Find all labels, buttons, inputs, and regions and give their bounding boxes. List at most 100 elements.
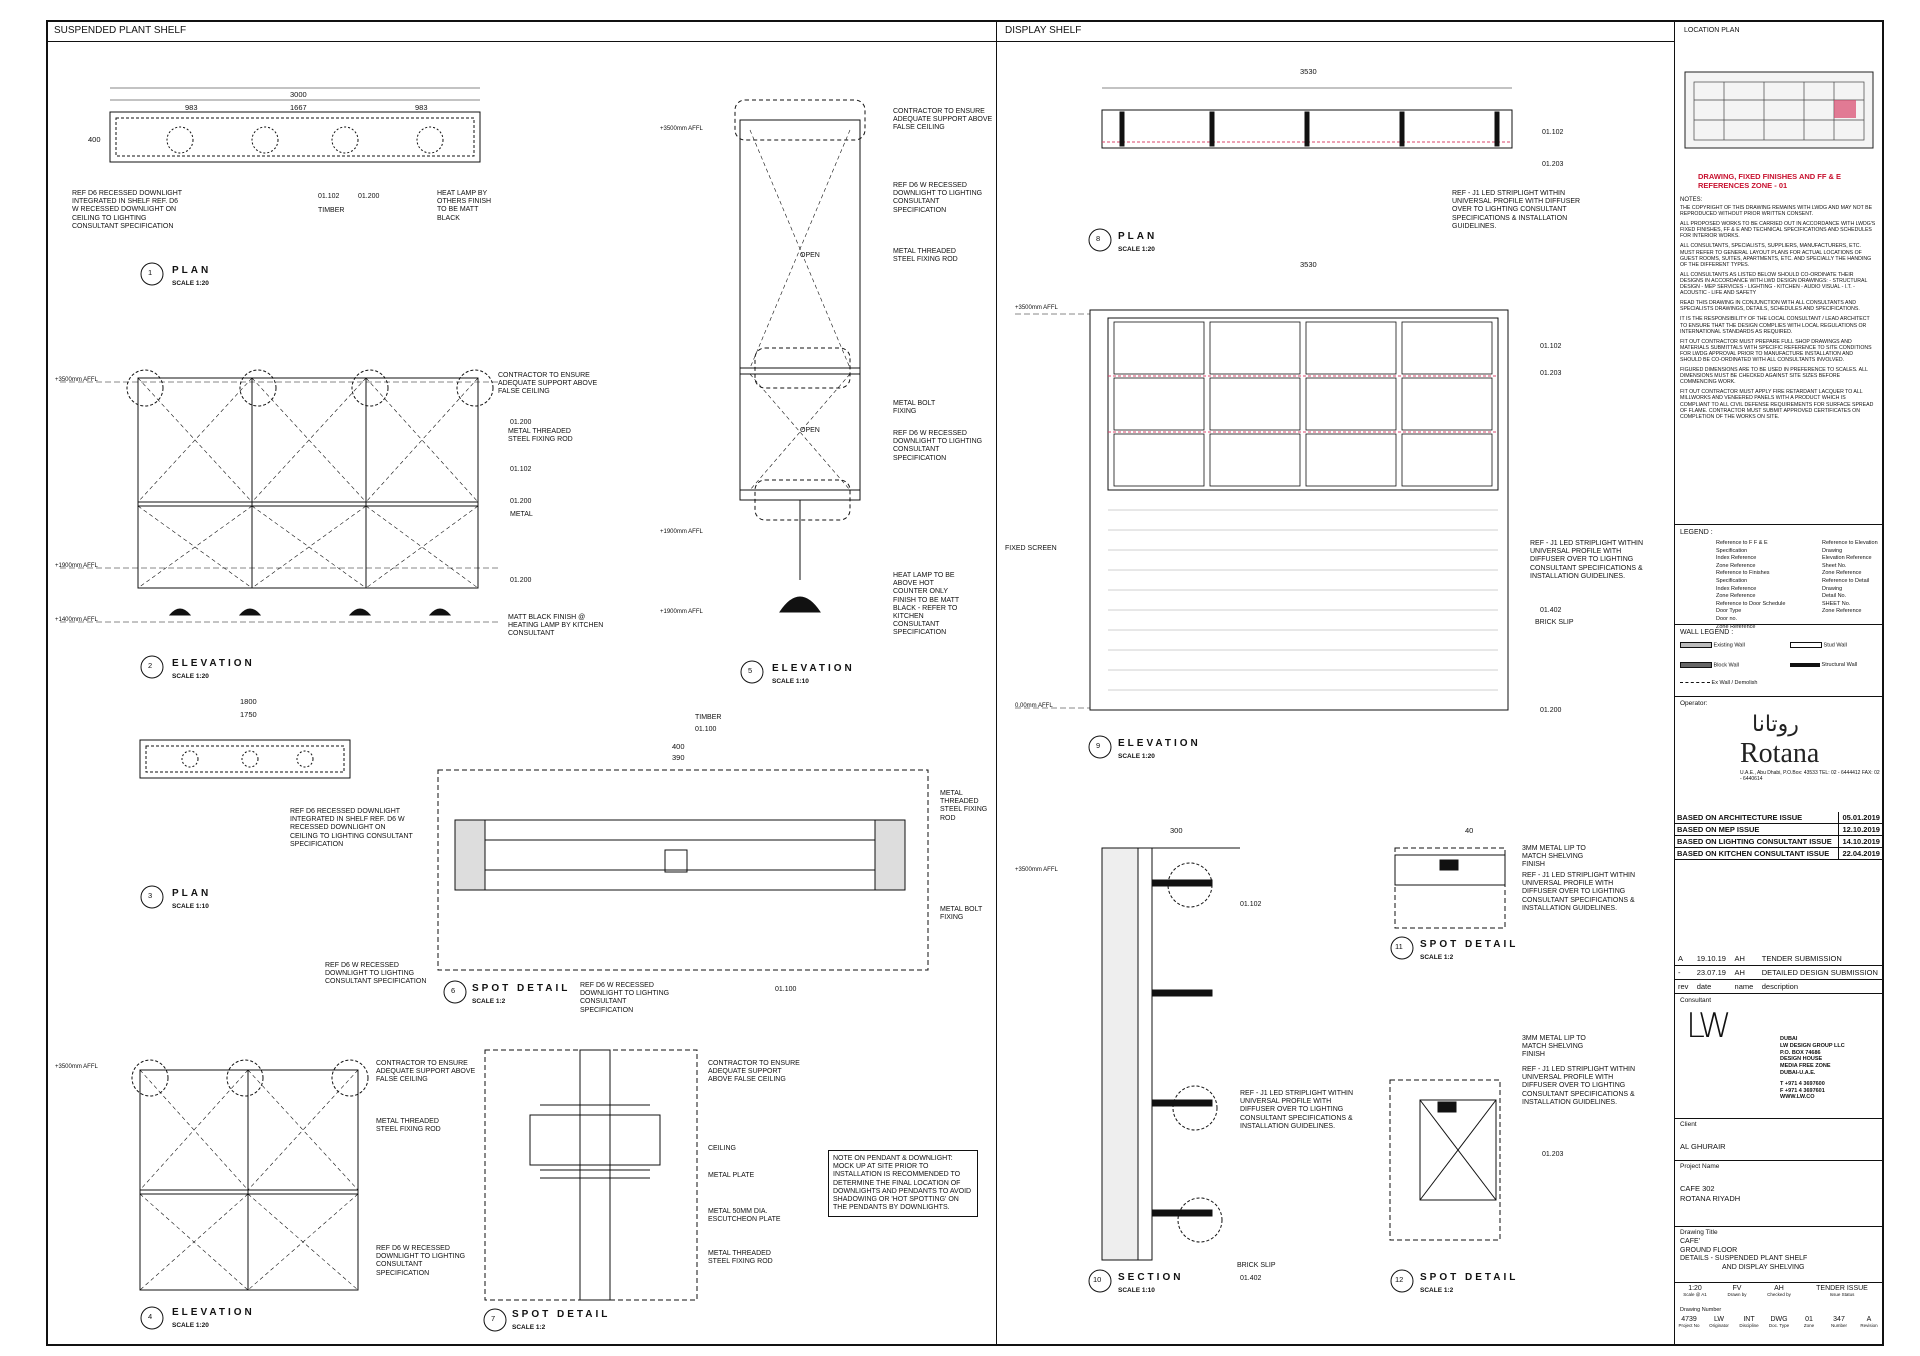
wall-legend-item: Structural Wall (1790, 662, 1857, 668)
view-1-scale: SCALE 1:20 (172, 280, 209, 287)
level-3500-v9: +3500mm AFFL (1015, 305, 1058, 311)
level-0-v9: 0.00mm AFFL (1015, 703, 1053, 709)
view-7-title: SPOT DETAIL (512, 1309, 611, 1320)
code-metal-v1: 01.200 (358, 193, 380, 200)
note-ceiling: CEILING (708, 1145, 737, 1152)
project-heading: Project Name (1680, 1163, 1720, 1170)
level-3500-v10: +3500mm AFFL (1015, 867, 1058, 873)
legend-item: Reference to Detail Drawing (1822, 577, 1870, 592)
note-escutcheon: METAL 50MM DIA. ESCUTCHEON PLATE (708, 1208, 781, 1224)
level-3500-v5: +3500mm AFFL (660, 126, 703, 132)
view-3-scale: SCALE 1:10 (172, 903, 209, 910)
code-timber-v6-top-label: TIMBER (695, 714, 722, 721)
view-5-title: ELEVATION (772, 663, 855, 674)
operator-logo: Rotana (1740, 738, 1820, 769)
note-threaded-rod-v2: METAL THREADED STEEL FIXING ROD (508, 428, 573, 444)
project-name-1: CAFE 302 (1680, 1184, 1715, 1193)
note-open-2: OPEN (800, 427, 820, 434)
note-item: ALL CONSULTANTS, SPECIALISTS, SUPPLIERS,… (1680, 243, 1872, 268)
code-timber-v2: 01.102 (510, 466, 532, 473)
tb-divider (1674, 1118, 1884, 1119)
note-item: ALL PROPOSED WORKS TO BE CARRIED OUT IN … (1680, 221, 1876, 240)
legend-item: Zone Reference (1716, 562, 1756, 569)
view-6-scale: SCALE 1:2 (472, 998, 506, 1005)
legend-item: Sheet No. (1822, 562, 1847, 569)
view-9-title: ELEVATION (1118, 738, 1201, 749)
legend-item: Zone Reference (1716, 593, 1756, 600)
notes-list: THE COPYRIGHT OF THIS DRAWING REMAINS WI… (1680, 205, 1876, 420)
view-9-scale: SCALE 1:20 (1118, 753, 1155, 760)
view-1-title: PLAN (172, 265, 212, 276)
operator-address: U.A.E., Abu Dhabi, P.O.Box: 43533 TEL: 0… (1740, 770, 1880, 782)
note-brick-slip-v9: BRICK SLIP (1535, 619, 1574, 626)
note-open-1: OPEN (800, 252, 820, 259)
view-9-number: 9 (1096, 741, 1101, 750)
note-item: THE COPYRIGHT OF THIS DRAWING REMAINS WI… (1680, 205, 1873, 218)
note-brick-slip-v10: BRICK SLIP (1237, 1262, 1276, 1269)
legend-heading: LEGEND : (1680, 529, 1713, 536)
note-threaded-rod-v5: METAL THREADED STEEL FIXING ROD (893, 248, 958, 264)
note-pendant: NOTE ON PENDANT & DOWNLIGHT: MOCK UP AT … (828, 1150, 978, 1218)
tb-divider (1674, 696, 1884, 697)
wall-legend-item: Existing Wall (1680, 642, 1745, 648)
note-bolt-fixing-v5: METAL BOLT FIXING (893, 400, 936, 416)
note-bolt-fixing-v6: METAL BOLT FIXING (940, 906, 983, 922)
view-5-scale: SCALE 1:10 (772, 678, 809, 685)
note-contractor-support-v4: CONTRACTOR TO ENSURE ADEQUATE SUPPORT AB… (376, 1060, 476, 1084)
note-led-strip-v10: REF - J1 LED STRIPLIGHT WITHIN UNIVERSAL… (1240, 1090, 1354, 1130)
code-metal-v2b-label: METAL (510, 511, 533, 518)
dim-983-b: 983 (415, 103, 428, 112)
code-brick-v9: 01.402 (1540, 607, 1562, 614)
drawing-frame (46, 20, 1884, 1346)
operator-logo-arabic: روتانا (1752, 712, 1799, 737)
view-10-scale: SCALE 1:10 (1118, 1287, 1155, 1294)
titleblock-divider (1674, 20, 1675, 1346)
code-metal-v2a: 01.200 (510, 419, 532, 426)
panel-divider (996, 20, 997, 1346)
legend-right: Reference to Elevation Drawing Elevation… (1822, 540, 1882, 616)
view-12-scale: SCALE 1:2 (1420, 1287, 1454, 1294)
view-7-number: 7 (491, 1314, 496, 1323)
tb-divider (1674, 1226, 1884, 1227)
notes-heading: NOTES: (1680, 197, 1703, 203)
note-led-strip-v9: REF - J1 LED STRIPLIGHT WITHIN UNIVERSAL… (1530, 540, 1644, 580)
legend-item: Reference to Door Schedule (1716, 600, 1786, 607)
note-threaded-rod-v4: METAL THREADED STEEL FIXING ROD (376, 1118, 441, 1134)
view-5-number: 5 (748, 666, 753, 675)
note-contractor-support-v2: CONTRACTOR TO ENSURE ADEQUATE SUPPORT AB… (498, 372, 598, 396)
note-heat-lamp-others: HEAT LAMP BY OTHERS FINISH TO BE MATT BL… (437, 190, 492, 222)
legend-item: Index Reference (1716, 585, 1757, 592)
code-timber-v10: 01.102 (1240, 901, 1262, 908)
code-metal-v8b: 01.203 (1542, 161, 1564, 168)
drawing-title-heading: Drawing Title (1680, 1229, 1718, 1236)
level-3500-v4: +3500mm AFFL (55, 1064, 98, 1070)
wall-legend-item: Ex Wall / Demolish (1680, 680, 1757, 686)
view-2-number: 2 (148, 661, 153, 670)
note-ref-d6w-v4b: REF D6 W RECESSED DOWNLIGHT TO LIGHTING … (376, 1245, 466, 1277)
view-11-number: 11 (1395, 942, 1403, 951)
code-metal-v9a: 01.102 (1540, 343, 1562, 350)
code-timber-v1-label: TIMBER (318, 207, 345, 214)
view-2-scale: SCALE 1:20 (172, 673, 209, 680)
tb-divider (1674, 1282, 1884, 1283)
legend-item: Elevation Reference (1822, 555, 1872, 562)
note-item: FIGURED DIMENSIONS ARE TO BE USED IN PRE… (1680, 367, 1868, 386)
view-10-title: SECTION (1118, 1272, 1184, 1283)
client-heading: Client (1680, 1121, 1697, 1128)
level-1900-v5: +1900mm AFFL (660, 529, 703, 535)
note-recessed-dl-shelf: REF D6 RECESSED DOWNLIGHT INTEGRATED IN … (72, 190, 182, 230)
legend-item: Zone Reference (1716, 623, 1756, 630)
level-3500-v2: +3500mm AFFL (55, 377, 98, 383)
legend-item: Zone Reference (1822, 608, 1862, 615)
view-12-title: SPOT DETAIL (1420, 1272, 1519, 1283)
note-item: IT IS THE RESPONSIBILITY OF THE LOCAL CO… (1680, 316, 1870, 335)
note-matt-black: MATT BLACK FINISH @ HEATING LAMP BY KITC… (508, 614, 604, 638)
note-recessed-dl-v3: REF D6 RECESSED DOWNLIGHT INTEGRATED IN … (290, 808, 413, 848)
code-timber-v6-bottom: 01.100 (775, 986, 797, 993)
note-contractor-support-v7: CONTRACTOR TO ENSURE ADEQUATE SUPPORT AB… (708, 1060, 800, 1084)
